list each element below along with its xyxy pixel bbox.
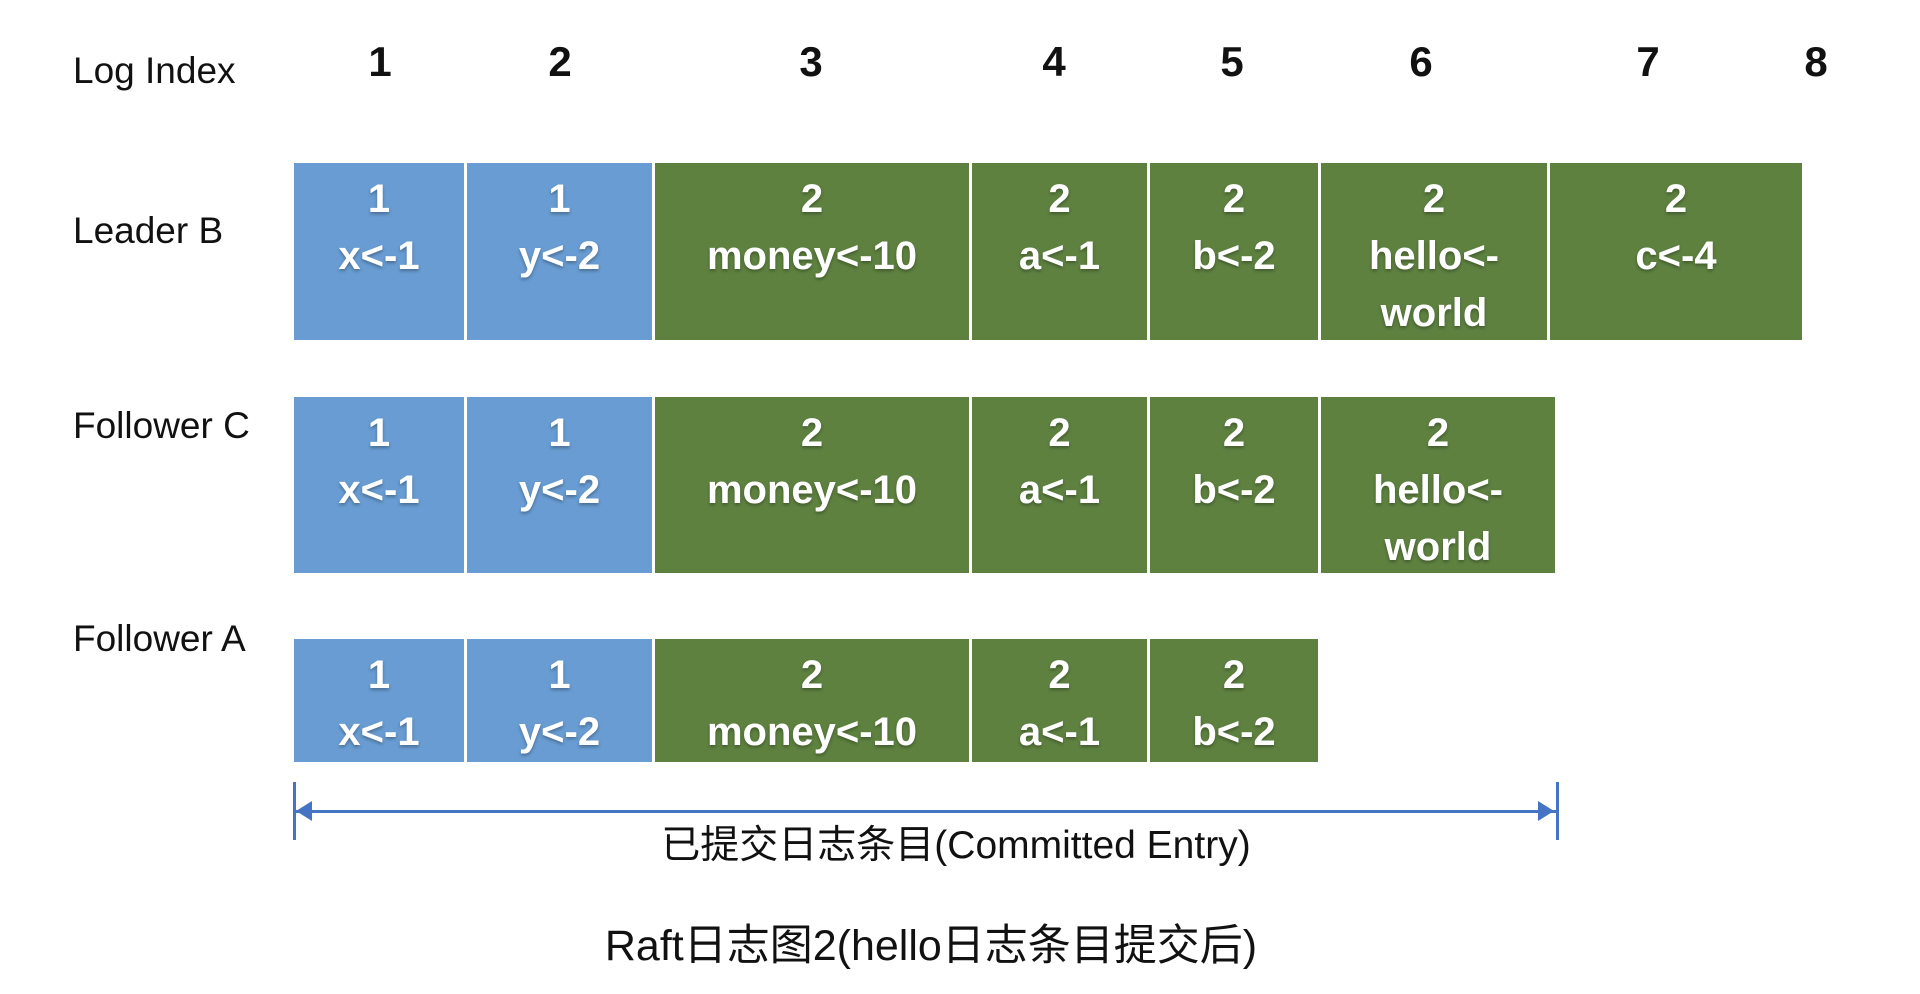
log-entry: 1 x<-1 — [294, 163, 464, 340]
server-label: Follower A — [73, 618, 246, 659]
log-entry-text: y<-2 — [518, 234, 601, 278]
server-label: Leader B — [73, 210, 224, 251]
log-entry: 2 a<-1 — [972, 639, 1147, 762]
log-entry: 2 b<-2 — [1150, 397, 1318, 573]
log-index-label: Log Index — [73, 50, 236, 91]
log-entry-text: money<-10 — [706, 710, 918, 754]
log-entry: 2 a<-1 — [972, 397, 1147, 573]
log-entry-text: a<-1 — [1018, 710, 1101, 754]
log-entry: 2 c<-4 — [1550, 163, 1802, 340]
log-index-tick: 1 — [368, 38, 392, 85]
log-entry-text: b<-2 — [1192, 468, 1276, 512]
log-entry: 2 b<-2 — [1150, 163, 1318, 340]
log-index-tick: 2 — [548, 38, 572, 85]
log-entry-text: 2 — [1664, 177, 1688, 221]
log-entry-text: b<-2 — [1192, 710, 1276, 754]
server-label: Follower C — [73, 405, 250, 446]
log-entry-text: hello<- — [1368, 234, 1500, 278]
log-entry-text: 1 — [367, 411, 391, 455]
log-entry-text: 1 — [367, 653, 391, 697]
log-entry-text: 2 — [1222, 653, 1246, 697]
log-entry: 1 y<-2 — [467, 163, 652, 340]
log-entry-text: 1 — [548, 653, 571, 697]
log-index-tick: 6 — [1409, 38, 1433, 85]
log-entry-text: 2 — [1222, 177, 1246, 221]
log-entry-text: y<-2 — [518, 710, 601, 754]
log-entry: 2 hello<- world — [1321, 397, 1555, 573]
log-entry-text: c<-4 — [1635, 234, 1717, 278]
log-entry-text: world — [1384, 525, 1492, 569]
diagram-caption: Raft日志图2(hello日志条目提交后) — [604, 922, 1258, 970]
log-entry-text: a<-1 — [1018, 234, 1101, 278]
log-entry-text: 1 — [548, 411, 571, 455]
arrow-right-tick — [1556, 782, 1559, 840]
log-entry-text: b<-2 — [1192, 234, 1276, 278]
log-entry: 2 a<-1 — [972, 163, 1147, 340]
log-entry: 1 y<-2 — [467, 397, 652, 573]
log-entry-text: money<-10 — [706, 234, 918, 278]
log-entry-text: 2 — [1048, 411, 1071, 455]
log-entry-text: world — [1380, 291, 1488, 335]
log-entry: 1 x<-1 — [294, 397, 464, 573]
arrow-left-tick — [293, 782, 296, 840]
log-entry-text: 2 — [1222, 411, 1246, 455]
log-entry-text: 2 — [800, 653, 824, 697]
log-index-tick: 3 — [799, 38, 823, 85]
arrow-head-left-icon — [296, 801, 312, 821]
log-index-tick: 7 — [1636, 38, 1660, 85]
log-entry: 1 x<-1 — [294, 639, 464, 762]
log-entry: 2 money<-10 — [655, 397, 969, 573]
log-entry-text: hello<- — [1372, 468, 1504, 512]
log-index-tick: 8 — [1804, 38, 1828, 85]
arrow-head-right-icon — [1538, 801, 1554, 821]
arrow-line — [294, 810, 1558, 813]
committed-entries-label: 已提交日志条目(Committed Entry) — [661, 824, 1251, 867]
log-entry-text: x<-1 — [338, 710, 420, 754]
log-entry-text: 2 — [1048, 653, 1071, 697]
log-entry-text: 2 — [1422, 177, 1446, 221]
log-entry-text: x<-1 — [338, 468, 420, 512]
log-entry-text: 1 — [367, 177, 391, 221]
log-entry-text: 2 — [800, 411, 824, 455]
log-entry: 2 hello<- world — [1321, 163, 1547, 340]
log-entry-text: 2 — [800, 177, 824, 221]
log-entry-text: x<-1 — [338, 234, 420, 278]
log-entry: 1 y<-2 — [467, 639, 652, 762]
log-entry-text: 2 — [1426, 411, 1450, 455]
log-index-tick: 5 — [1220, 38, 1244, 85]
log-entry-text: 1 — [548, 177, 571, 221]
log-entry: 2 money<-10 — [655, 163, 969, 340]
log-entry-text: 2 — [1048, 177, 1071, 221]
log-entry: 2 money<-10 — [655, 639, 969, 762]
log-entry-text: a<-1 — [1018, 468, 1101, 512]
log-index-tick: 4 — [1042, 38, 1066, 85]
log-entry: 2 b<-2 — [1150, 639, 1318, 762]
log-entry-text: money<-10 — [706, 468, 918, 512]
log-entry-text: y<-2 — [518, 468, 601, 512]
